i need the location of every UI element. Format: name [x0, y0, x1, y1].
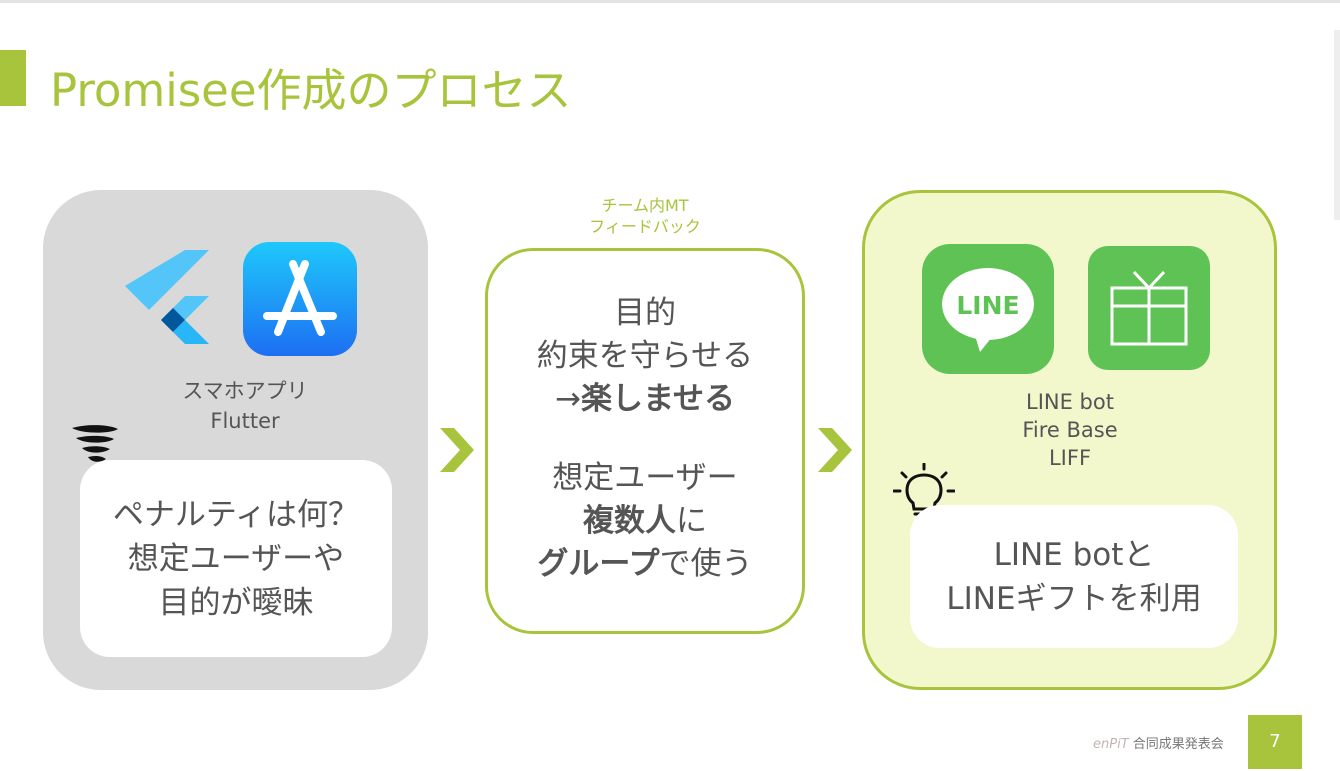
problem-line: ペナルティは何？ — [112, 497, 360, 533]
flutter-caption: スマホアプリ Flutter — [150, 376, 340, 436]
top-divider — [0, 0, 1340, 3]
users-heading: 想定ユーザー — [552, 460, 738, 496]
caption-line: LINE bot — [1026, 390, 1114, 414]
solution-box — [910, 505, 1238, 648]
problem-box — [80, 460, 392, 657]
feedback-line: フィードバック — [589, 217, 701, 236]
bold-text: 複数人 — [583, 503, 676, 539]
chevron-right-icon — [440, 428, 474, 472]
page-number-box: 7 — [1248, 715, 1302, 769]
footer-event: 合同成果発表会 — [1132, 737, 1224, 752]
line-logo-text: LINE — [956, 291, 1019, 320]
flutter-logo-icon — [125, 250, 209, 344]
users-line: 複数人に — [490, 500, 800, 543]
bold-text: グループ — [537, 546, 660, 582]
caption-line: Flutter — [210, 409, 280, 433]
purpose-heading: 目的 — [614, 295, 676, 331]
problem-text: ペナルティは何？ 想定ユーザーや 目的が曖昧 — [80, 493, 392, 625]
caption-line: スマホアプリ — [182, 379, 308, 403]
title-accent-bar — [0, 50, 26, 106]
users-line: グループで使う — [490, 543, 800, 586]
problem-line: 目的が曖昧 — [158, 585, 314, 621]
chevron-right-icon — [818, 428, 852, 472]
page-number: 7 — [1269, 731, 1281, 752]
feedback-label: チーム内MT フィードバック — [560, 195, 730, 237]
solution-line: LINE botと — [993, 537, 1155, 573]
edge-strip — [1334, 30, 1340, 220]
line-tech-caption: LINE bot Fire Base LIFF — [975, 388, 1165, 472]
suffix-text: で使う — [659, 546, 753, 582]
footer-text: enPiT 合同成果発表会 — [1093, 733, 1224, 752]
suffix-text: に — [676, 503, 707, 539]
feedback-card — [485, 248, 805, 634]
caption-line: LIFF — [1048, 446, 1092, 470]
caption-line: Fire Base — [1022, 418, 1118, 442]
solution-text: LINE botと LINEギフトを利用 — [910, 533, 1238, 621]
slide-title: Promisee作成のプロセス — [50, 64, 572, 117]
problem-line: 想定ユーザーや — [127, 541, 345, 577]
feedback-line: チーム内MT — [601, 196, 689, 215]
app-store-icon — [243, 242, 357, 356]
purpose-line-bold: →楽しませる — [490, 378, 800, 421]
solution-line: LINEギフトを利用 — [946, 581, 1202, 617]
arrow-prefix: → — [554, 381, 581, 417]
bold-text: 楽しませる — [580, 381, 736, 417]
purpose-line: 約束を守らせる — [536, 338, 754, 374]
line-app-icon: LINE — [922, 244, 1054, 374]
gift-icon — [1088, 246, 1210, 370]
footer-brand: enPiT — [1093, 737, 1129, 752]
